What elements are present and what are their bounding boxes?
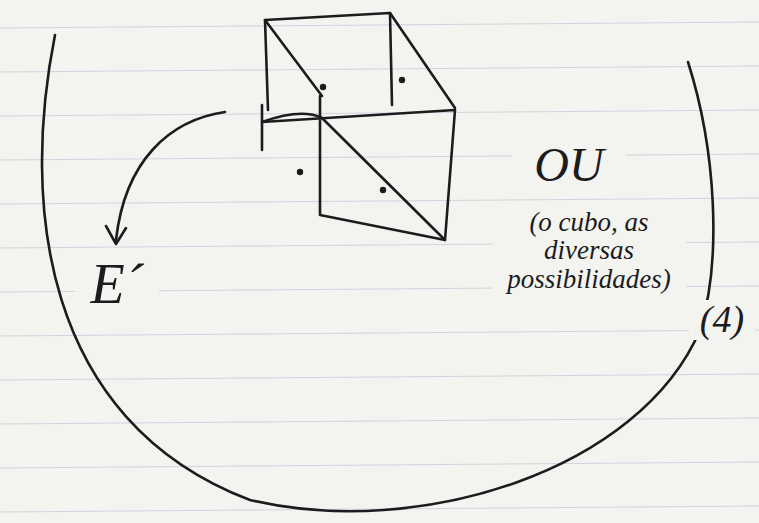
- cube-edge: [265, 13, 455, 108]
- ruled-line: [0, 66, 759, 72]
- ruled-line: [0, 22, 759, 28]
- enclosing-arc: [42, 35, 713, 511]
- cube-front-face: [262, 96, 455, 240]
- face-dots: [297, 77, 405, 193]
- callout-number: (4): [689, 300, 755, 340]
- variable-name: E´: [75, 255, 159, 314]
- ruled-line: [0, 418, 759, 424]
- ruled-line: [0, 330, 759, 336]
- ruled-line: [0, 198, 759, 204]
- ruled-line: [0, 374, 759, 380]
- ink: [42, 13, 713, 511]
- dot: [399, 77, 405, 83]
- notebook-lines: [0, 22, 759, 512]
- arrow-head: [106, 226, 126, 244]
- curved-arrow: [116, 112, 225, 240]
- ruled-line: [0, 462, 759, 468]
- handwritten-note: (o cubo, as diversas possibilidades): [492, 208, 686, 293]
- cube-back-face: [265, 13, 392, 110]
- cube-diagonal: [322, 118, 445, 240]
- ruled-line: [0, 154, 759, 160]
- cube-edge: [262, 105, 322, 150]
- dot: [297, 169, 303, 175]
- handwritten-note: OU: [512, 140, 626, 190]
- dot: [380, 187, 386, 193]
- dot: [320, 84, 326, 90]
- cube-drawing: [262, 13, 455, 240]
